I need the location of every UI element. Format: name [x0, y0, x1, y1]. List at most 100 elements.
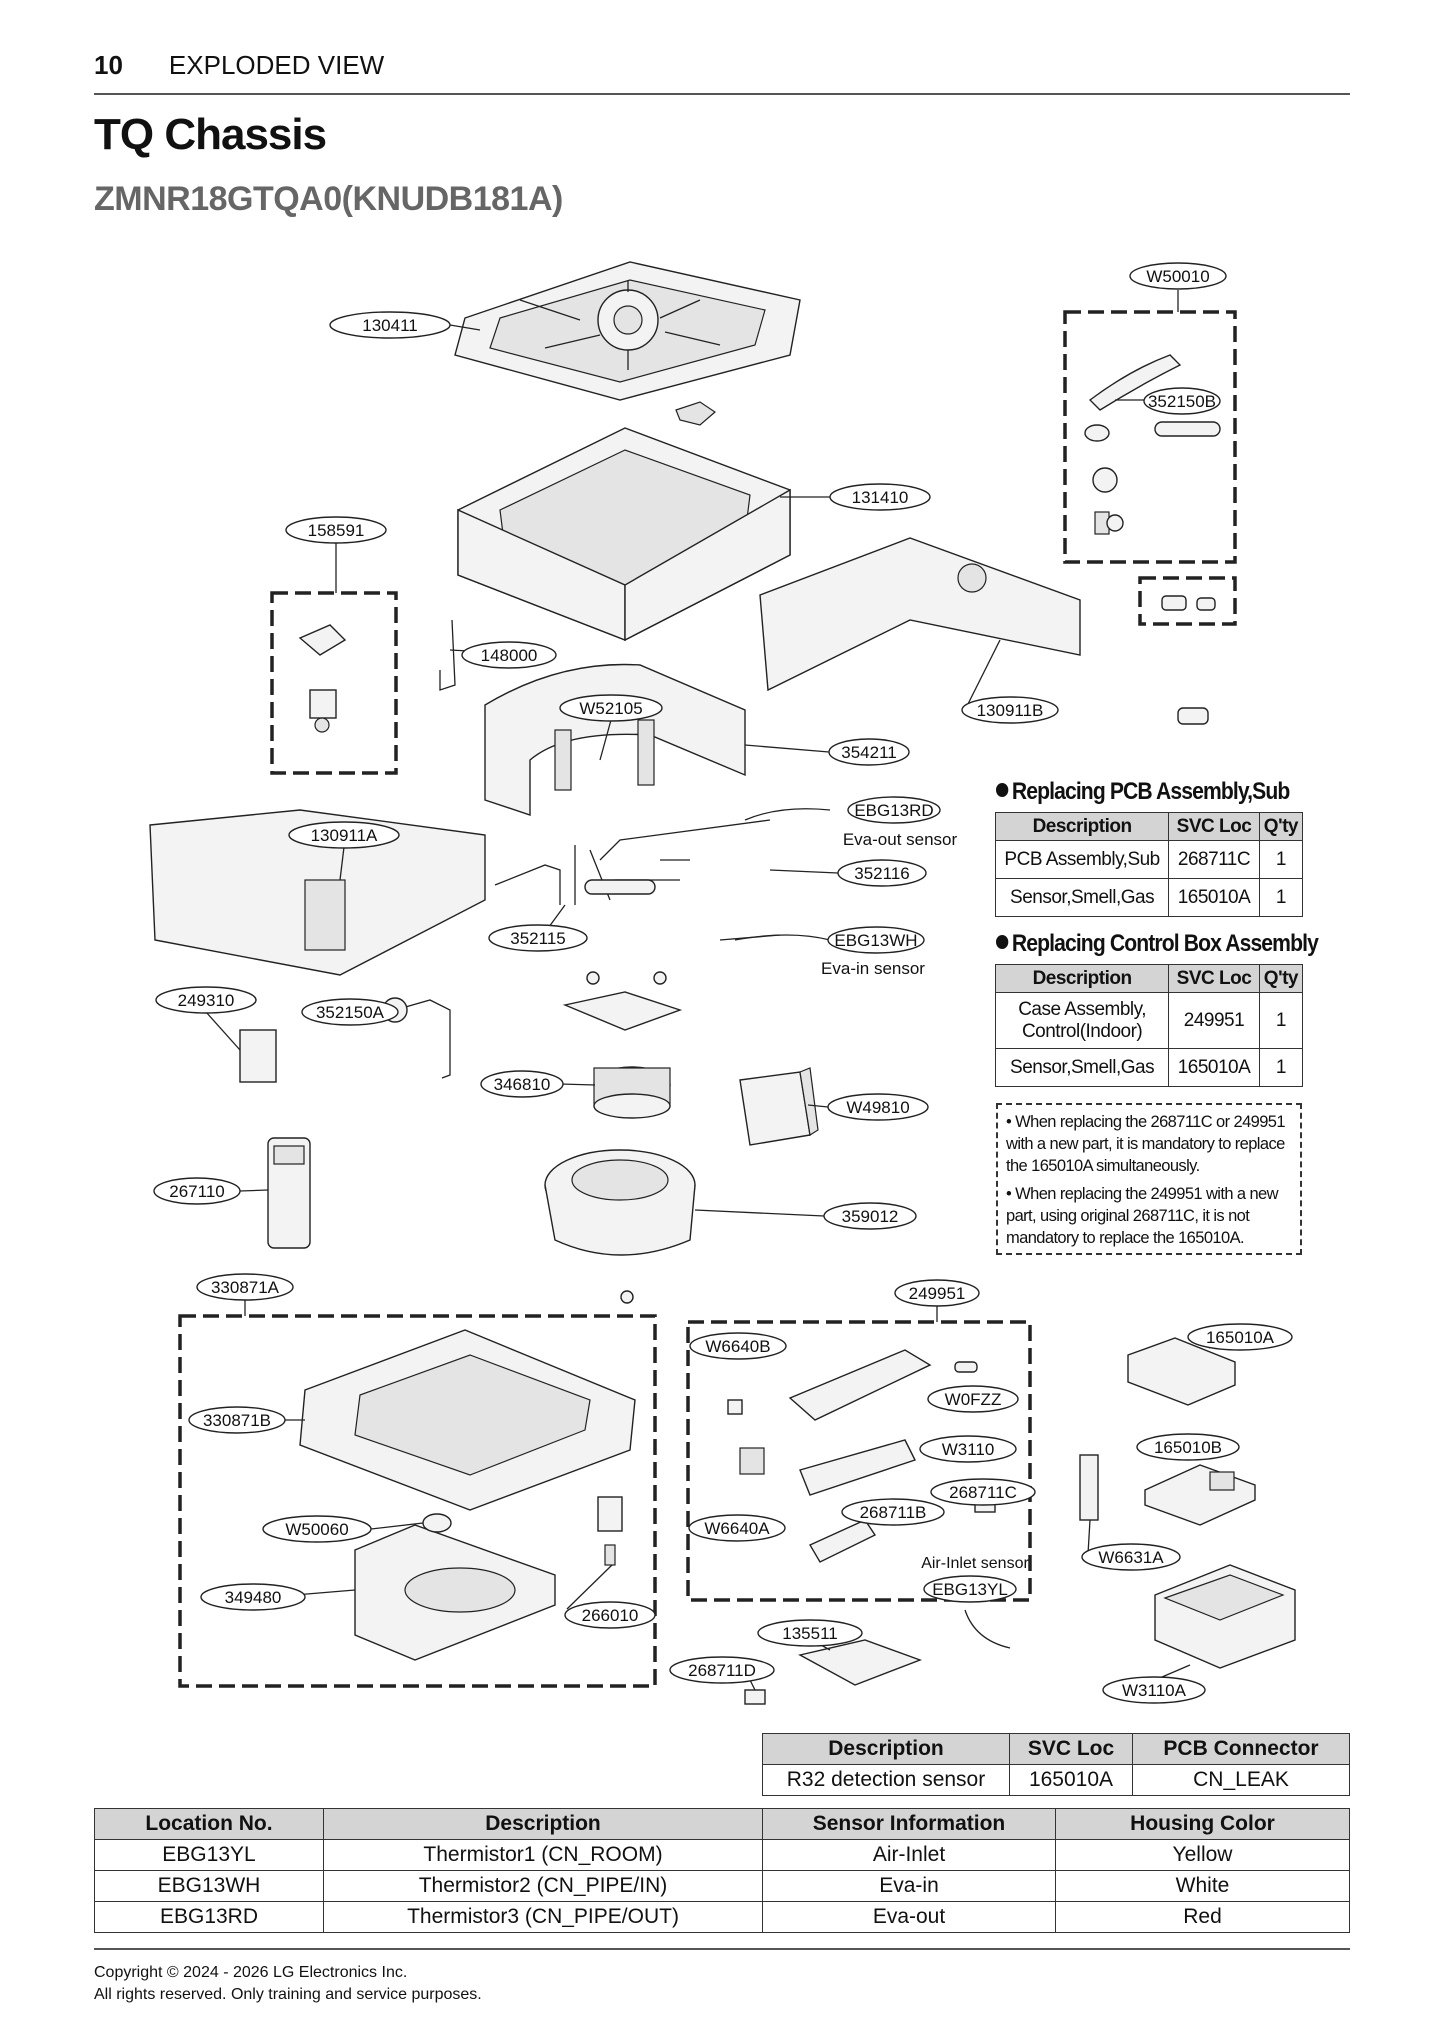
part-249310-bracket: [239, 1029, 277, 1083]
label-268711c: 268711C: [949, 1483, 1017, 1502]
callout-354211: 354211: [828, 738, 910, 766]
pcb-sub-col-description: Description: [994, 812, 1170, 841]
group-158591-box: [270, 591, 398, 775]
label-330871b: 330871B: [203, 1411, 271, 1430]
page-header: 10 EXPLODED VIEW: [94, 50, 384, 81]
part-359012-fan: [544, 1149, 696, 1304]
part-fuse-pair: [1161, 595, 1216, 725]
part-w3110a-case: [1154, 1564, 1296, 1669]
pcb-sub-col-qty: Q'ty: [1258, 812, 1304, 841]
pcb-sub-heading: Replacing PCB Assembly,Sub: [996, 778, 1290, 806]
part-354211-evaporator: [484, 663, 746, 816]
label-352116: 352116: [854, 864, 909, 883]
callout-w50060: W50060: [262, 1515, 372, 1543]
label-249951: 249951: [909, 1284, 966, 1303]
air-inlet-wire: [964, 1609, 1011, 1649]
callout-w6631a: W6631A: [1081, 1543, 1181, 1571]
copyright-line-1: Copyright © 2024 - 2026 LG Electronics I…: [94, 1964, 408, 1981]
label-135511: 135511: [782, 1624, 837, 1643]
label-w49810: W49810: [846, 1098, 909, 1117]
label-130411: 130411: [362, 316, 417, 335]
label-air-inlet-sensor: Air-Inlet sensor: [921, 1555, 1029, 1572]
label-165010b: 165010B: [1154, 1438, 1222, 1457]
table-row: EBG13RD Thermistor3 (CN_PIPE/OUT) Eva-ou…: [94, 1901, 1350, 1933]
callout-ebg13yl: EBG13YL: [923, 1575, 1017, 1603]
label-267110: 267110: [169, 1182, 224, 1201]
callout-ebg13wh: EBG13WH: [827, 926, 925, 954]
sensor-col-description: Description: [323, 1808, 763, 1840]
section-title: EXPLODED VIEW: [168, 50, 385, 80]
callout-w49810: W49810: [827, 1093, 929, 1121]
callout-346810: 346810: [480, 1070, 564, 1098]
control-box-cell: 1: [1258, 1048, 1304, 1087]
page-number: 10: [94, 50, 123, 80]
copyright-line-2: All rights reserved. Only training and s…: [94, 1986, 482, 2003]
part-131410-casing: [457, 427, 791, 642]
label-w3110: W3110: [942, 1440, 995, 1459]
part-w50060-cap: [422, 1513, 452, 1533]
r32-cell: 165010A: [1009, 1764, 1133, 1796]
callout-131410: 131410: [829, 483, 931, 511]
callout-w50010: W50010: [1129, 262, 1227, 290]
callout-330871b: 330871B: [188, 1406, 286, 1434]
pcb-sub-col-svc-loc: SVC Loc: [1168, 812, 1260, 841]
group-fuse-box: [1138, 576, 1237, 626]
note-2: • When replacing the 249951 with a new p…: [1006, 1185, 1279, 1247]
part-w6631a-connector: [1079, 1454, 1099, 1521]
control-box-cell: 165010A: [1168, 1048, 1260, 1087]
callout-268711c: 268711C: [930, 1478, 1036, 1506]
label-352150b: 352150B: [1148, 392, 1216, 411]
table-row: EBG13YL Thermistor1 (CN_ROOM) Air-Inlet …: [94, 1839, 1350, 1871]
sensor-cell: EBG13YL: [94, 1839, 324, 1871]
part-135511-cover: [798, 1639, 922, 1686]
bullet-icon: [996, 783, 1009, 797]
callout-w3110: W3110: [919, 1435, 1017, 1463]
callout-359012: 359012: [823, 1202, 917, 1230]
label-268711d: 268711D: [688, 1661, 756, 1680]
bullet-icon: [996, 935, 1009, 949]
callout-352116: 352116: [837, 859, 927, 887]
r32-cell: R32 detection sensor: [762, 1764, 1010, 1796]
callout-268711b: 268711B: [841, 1498, 945, 1526]
part-266010-holder: [597, 1496, 623, 1566]
pcb-sub-cell: 1: [1258, 840, 1304, 879]
callout-330871a: 330871A: [196, 1273, 294, 1301]
callout-249951: 249951: [894, 1279, 980, 1307]
sensor-cell: EBG13RD: [94, 1901, 324, 1933]
sensor-cell: Eva-in: [762, 1870, 1056, 1902]
sensor-col-housing-color: Housing Color: [1055, 1808, 1350, 1840]
sensor-cell: Red: [1055, 1901, 1350, 1933]
label-349480: 349480: [225, 1588, 282, 1607]
control-box-col-qty: Q'ty: [1258, 964, 1304, 993]
callout-ebg13rd: EBG13RD: [847, 796, 941, 824]
r32-cell: CN_LEAK: [1132, 1764, 1350, 1796]
part-268711d-sensor: [744, 1689, 766, 1705]
part-165010b-pcb: [1144, 1464, 1256, 1526]
callout-w6640a: W6640A: [688, 1514, 786, 1542]
part-267110-remote: [267, 1137, 311, 1249]
callout-158591: 158591: [285, 516, 387, 544]
sensor-cell: White: [1055, 1870, 1350, 1902]
replacement-note-box: • When replacing the 268711C or 249951 w…: [996, 1103, 1302, 1255]
header-rule: [94, 93, 1350, 95]
label-266010: 266010: [582, 1606, 639, 1625]
callout-130411: 130411: [329, 311, 451, 339]
pcb-sub-cell: 1: [1258, 878, 1304, 917]
label-330871a: 330871A: [211, 1278, 280, 1297]
label-ebg13wh: EBG13WH: [834, 931, 917, 950]
label-268711b: 268711B: [860, 1503, 927, 1522]
callout-349480: 349480: [200, 1583, 306, 1611]
part-346810-motor: [562, 971, 683, 1119]
control-box-heading: Replacing Control Box Assembly: [996, 930, 1319, 958]
note-1: • When replacing the 268711C or 249951 w…: [1006, 1113, 1286, 1175]
control-box-col-svc-loc: SVC Loc: [1168, 964, 1260, 993]
callout-130911a: 130911A: [288, 821, 400, 849]
callout-352150a: 352150A: [301, 998, 399, 1026]
group-w50010-box: [1063, 310, 1237, 564]
callout-w3110a: W3110A: [1102, 1676, 1206, 1704]
callout-352115: 352115: [488, 924, 588, 952]
label-359012: 359012: [842, 1207, 899, 1226]
label-ebg13yl: EBG13YL: [932, 1580, 1008, 1599]
callout-130911b: 130911B: [961, 696, 1059, 724]
model-number: ZMNR18GTQA0(KNUDB181A): [94, 180, 563, 218]
